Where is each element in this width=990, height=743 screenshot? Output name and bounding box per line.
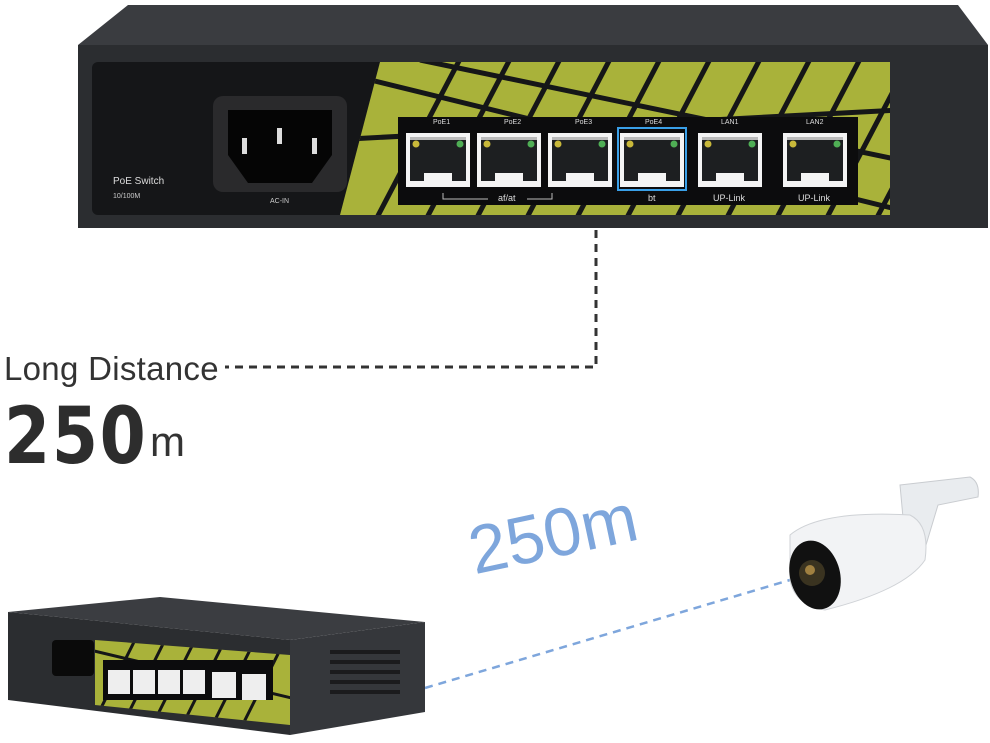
- switch-speed-label: 10/100M: [113, 193, 141, 200]
- uplink-label-1: UP-Link: [713, 193, 746, 203]
- ethernet-ports: [406, 133, 847, 187]
- distance-unit: m: [150, 418, 185, 465]
- port-label-poe3: PoE3: [575, 119, 593, 126]
- cable-dashed-line: [424, 578, 791, 690]
- uplink-label-2: UP-Link: [798, 193, 831, 203]
- port-label-lan1: LAN1: [721, 119, 739, 126]
- rj45-port-poe2: [477, 133, 541, 187]
- rj45-port-poe1: [406, 133, 470, 187]
- distance-connector-line: [225, 230, 598, 369]
- poe-switch-front-view: [78, 5, 988, 228]
- bt-label: bt: [648, 193, 656, 203]
- distance-value: 250: [4, 392, 148, 482]
- rj45-port-lan2: [783, 133, 847, 187]
- ac-in-label: AC-IN: [270, 198, 290, 205]
- port-label-lan2: LAN2: [806, 119, 824, 126]
- port-label-poe2: PoE2: [504, 119, 522, 126]
- port-label-poe4: PoE4: [645, 119, 663, 126]
- rj45-port-poe3: [548, 133, 612, 187]
- bt-port-highlight: [617, 127, 687, 191]
- security-camera: [789, 476, 979, 611]
- af-at-label: af/at: [498, 193, 516, 203]
- headline-title: Long Distance: [4, 350, 219, 387]
- rj45-port-lan1: [698, 133, 762, 187]
- switch-model-label: PoE Switch: [113, 176, 165, 187]
- rj45-port-poe4: [620, 133, 684, 187]
- port-label-poe1: PoE1: [433, 119, 451, 126]
- poe-switch-perspective-view: [8, 597, 425, 735]
